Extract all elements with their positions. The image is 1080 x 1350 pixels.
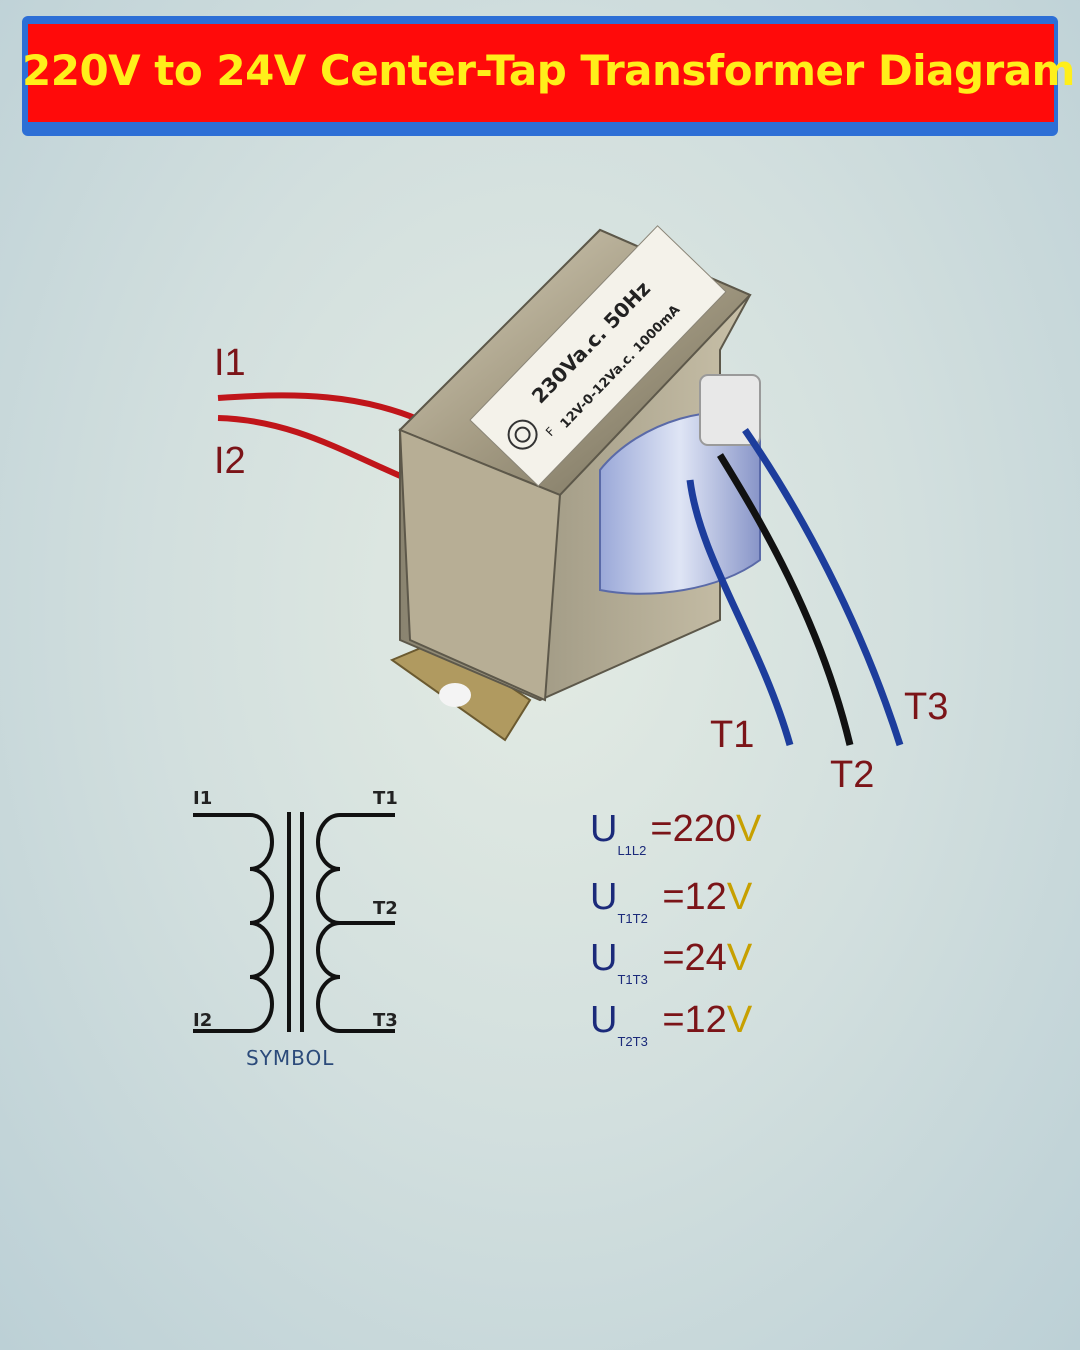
lead-i2-wire <box>217 415 407 481</box>
lead-i1-wire <box>217 392 422 423</box>
equation-subscript: T2T3 <box>617 1034 648 1049</box>
photo-label-t3: T3 <box>904 686 949 728</box>
equation-unit: V <box>726 937 753 979</box>
equation-letter: U <box>590 937 618 979</box>
mounting-hole <box>439 683 471 707</box>
lead-t1-wire <box>686 479 794 746</box>
equation-equals: = <box>651 937 685 979</box>
lead-t2-wire <box>717 453 854 746</box>
page-title: 220V to 24V Center-Tap Transformer Diagr… <box>22 46 1075 95</box>
equation-equals: = <box>650 808 673 850</box>
equation-l1l2: UL1L2=220V <box>590 808 761 858</box>
logo-icon <box>507 419 538 450</box>
equation-subscript: T1T3 <box>617 972 648 987</box>
equation-t1t2: UT1T2 =12V <box>590 876 752 926</box>
equation-unit: V <box>735 808 762 850</box>
symbol-label-i2: I2 <box>193 1010 213 1031</box>
symbol-label-t3: T3 <box>373 1010 398 1031</box>
photo-label-i2: I2 <box>214 440 246 482</box>
symbol-label-t2: T2 <box>373 898 398 919</box>
equation-unit: V <box>726 999 753 1041</box>
symbol-label-i1: I1 <box>193 788 213 809</box>
equation-letter: U <box>590 808 618 850</box>
lead-t3-wire <box>742 428 904 747</box>
equation-equals: = <box>651 999 685 1041</box>
equation-letter: U <box>590 999 618 1041</box>
equation-letter: U <box>590 876 618 918</box>
terminal-block <box>699 374 761 446</box>
title-banner: 220V to 24V Center-Tap Transformer Diagr… <box>22 16 1075 136</box>
symbol-label-t1: T1 <box>373 788 398 809</box>
equation-value: 220 <box>672 808 736 850</box>
photo-label-t1: T1 <box>710 714 755 756</box>
photo-label-t2: T2 <box>830 754 875 796</box>
equation-subscript: T1T2 <box>617 911 648 926</box>
equation-t1t3: UT1T3 =24V <box>590 937 752 987</box>
symbol-caption: SYMBOL <box>246 1046 335 1070</box>
equation-value: 24 <box>684 937 727 979</box>
equation-value: 12 <box>684 876 727 918</box>
equation-value: 12 <box>684 999 727 1041</box>
equation-unit: V <box>726 876 753 918</box>
equation-t2t3: UT2T3 =12V <box>590 999 752 1049</box>
core-front <box>398 428 562 702</box>
title-banner-red <box>28 24 1054 122</box>
equation-subscript: L1L2 <box>617 843 647 858</box>
photo-label-i1: I1 <box>214 342 246 384</box>
equation-equals: = <box>651 876 685 918</box>
